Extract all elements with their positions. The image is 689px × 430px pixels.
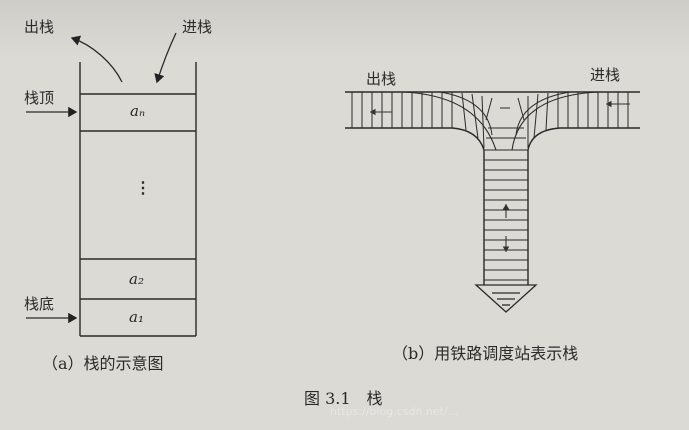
railway-diagram — [345, 91, 640, 285]
stack-diagram — [79, 62, 197, 337]
watermark: https://blog.csdn.net/... — [330, 405, 459, 418]
rail-pop-label: 出栈 — [366, 70, 397, 88]
page-bleed-text — [0, 0, 689, 60]
push-label: 进栈 — [182, 18, 213, 36]
pop-arrow — [70, 35, 123, 83]
pop-label: 出栈 — [24, 18, 55, 36]
rail-line — [515, 91, 571, 136]
stack-top-label: 栈顶 — [24, 89, 55, 107]
stack-bottom-label: 栈底 — [24, 295, 55, 313]
track-end-buffer-icon — [474, 284, 538, 313]
rail-push-label: 进栈 — [590, 66, 621, 84]
push-arrow — [154, 32, 177, 84]
rail-line — [527, 127, 640, 285]
rail-line — [345, 127, 485, 285]
stack-ellipsis: ⋮ — [135, 178, 151, 197]
rail-sleepers — [351, 92, 629, 281]
stack-cell-a2: a₂ — [129, 270, 144, 288]
rail-line — [511, 91, 601, 151]
caption-b: （b）用铁路调度站表示栈 — [392, 344, 579, 363]
stack-cell-a1: a₁ — [129, 308, 144, 326]
stack-cell-an: aₙ — [130, 102, 146, 120]
figure-title: 图 3.1 栈 — [304, 389, 383, 408]
rail-line — [439, 91, 493, 136]
caption-a: （a）栈的示意图 — [42, 354, 164, 373]
